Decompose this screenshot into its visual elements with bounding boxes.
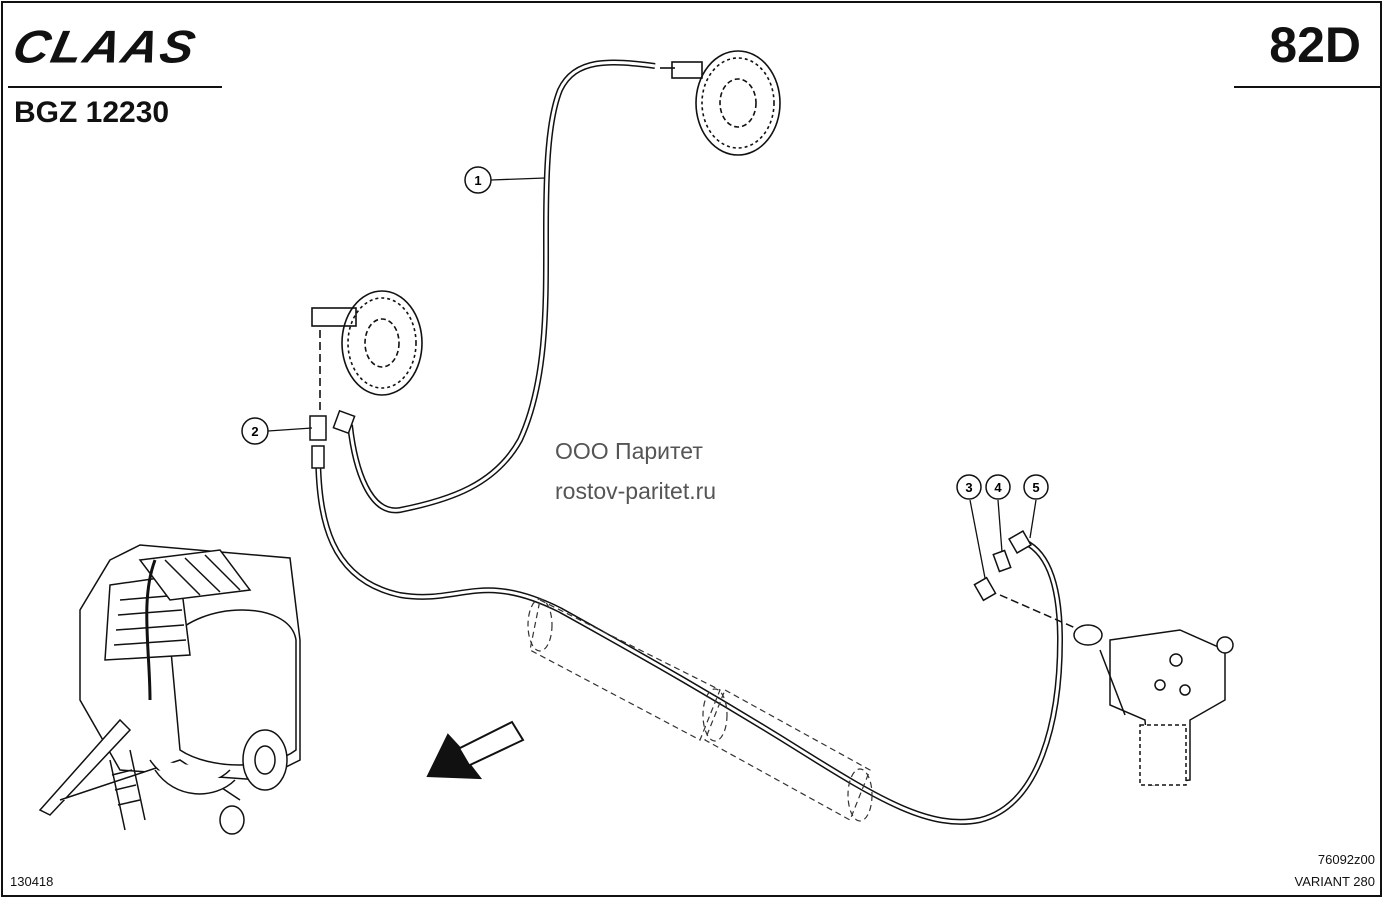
- hose-2: [315, 449, 1064, 825]
- hose-1: [347, 59, 656, 514]
- protective-sleeves: [527, 598, 873, 822]
- callout-5: 5: [1023, 474, 1049, 500]
- callout-5-label: 5: [1032, 480, 1039, 495]
- page-code-underline: [1234, 86, 1382, 88]
- page-code: 82D: [1269, 17, 1361, 73]
- round-baler-icon: [38, 544, 301, 835]
- watermark-company: ООО Паритет: [555, 438, 703, 464]
- footer-drawing-number: 76092z00: [1317, 852, 1375, 867]
- callout-4-label: 4: [994, 480, 1002, 495]
- fitting-2: [309, 409, 356, 469]
- arrow-down-left-icon: [426, 720, 525, 780]
- logo-underline: [8, 86, 222, 88]
- callout-2-label: 2: [251, 424, 258, 439]
- callout-3: 3: [956, 474, 982, 500]
- hydraulic-valve-block-icon: [1073, 624, 1234, 786]
- callout-3-label: 3: [965, 480, 972, 495]
- callout-leaders: [267, 177, 1037, 579]
- footer-left-code: 130418: [10, 874, 54, 889]
- watermark-url: rostov-paritet.ru: [555, 478, 717, 504]
- callout-2: 2: [241, 417, 269, 445]
- callout-1: 1: [464, 166, 492, 194]
- footer-variant: VARIANT 280: [1294, 874, 1375, 889]
- sprocket-icon: [660, 50, 781, 156]
- group-code: BGZ 12230: [14, 96, 170, 129]
- fittings-3-4-5: [973, 530, 1081, 631]
- sprocket-icon: [311, 290, 423, 410]
- callout-1-label: 1: [474, 173, 481, 188]
- callout-4: 4: [985, 474, 1011, 500]
